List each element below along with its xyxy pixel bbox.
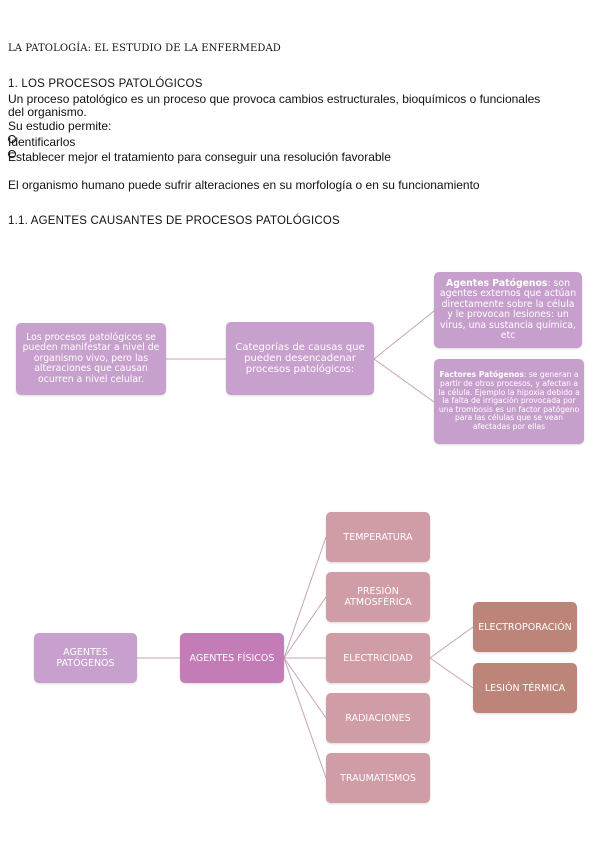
checklist-label: Establecer mejor el tratamiento para con… (8, 150, 391, 164)
electroporacion-box: ELECTROPORACIÓN (473, 602, 577, 652)
section-heading-1: 1. LOS PROCESOS PATOLÓGICOS (8, 78, 203, 90)
diagram1-middle-text: Categorías de causas que pueden desencad… (235, 342, 365, 375)
paragraph-line: Un proceso patológico es un proceso que … (8, 92, 541, 106)
lesion-termica-box: LESIÓN TÉRMICA (473, 663, 577, 713)
electricidad-box: ELECTRICIDAD (326, 633, 430, 683)
paragraph-line: del organismo. (8, 105, 87, 119)
document-title: LA PATOLOGÍA: EL ESTUDIO DE LA ENFERMEDA… (8, 43, 281, 54)
diagram1-bottom-text: Factores Patógenos: se generan a partir … (438, 370, 580, 431)
presion-atmosferica-box: PRESIÓN ATMOSFÉRICA (326, 572, 430, 622)
traumatismos-box: TRAUMATISMOS (326, 753, 430, 803)
diagram1-left-text: Los procesos patológicos se pueden manif… (22, 331, 160, 385)
diagram1-middle-box: Categorías de causas que pueden desencad… (226, 322, 374, 395)
diagram1-top-text: Agentes Patógenos: son agentes externos … (439, 277, 577, 341)
agentes-patogenos-label: Agentes Patógenos (446, 277, 548, 289)
checkbox-icon (8, 135, 16, 143)
checklist-item: Establecer mejor el tratamiento para con… (8, 150, 391, 164)
section-heading-2: 1.1. AGENTES CAUSANTES DE PROCESOS PATOL… (8, 215, 340, 227)
diagram1-top-box: Agentes Patógenos: son agentes externos … (434, 272, 582, 348)
radiaciones-box: RADIACIONES (326, 693, 430, 743)
factores-patogenos-label: Factores Patógenos (439, 370, 524, 380)
temperatura-box: TEMPERATURA (326, 512, 430, 562)
paragraph-line: Su estudio permite: (8, 119, 112, 133)
diagram1-left-box: Los procesos patológicos se pueden manif… (16, 323, 166, 395)
agentes-patogenos-box: AGENTES PATÓGENOS (34, 633, 137, 683)
diagram1-bottom-box: Factores Patógenos: se generan a partir … (434, 359, 584, 444)
checklist-item: Identificarlos (8, 135, 75, 149)
checkbox-icon (8, 150, 16, 158)
checklist-label: Identificarlos (8, 135, 76, 149)
paragraph: El organismo humano puede sufrir alterac… (8, 178, 480, 192)
agentes-fisicos-box: AGENTES FÍSICOS (180, 633, 284, 683)
